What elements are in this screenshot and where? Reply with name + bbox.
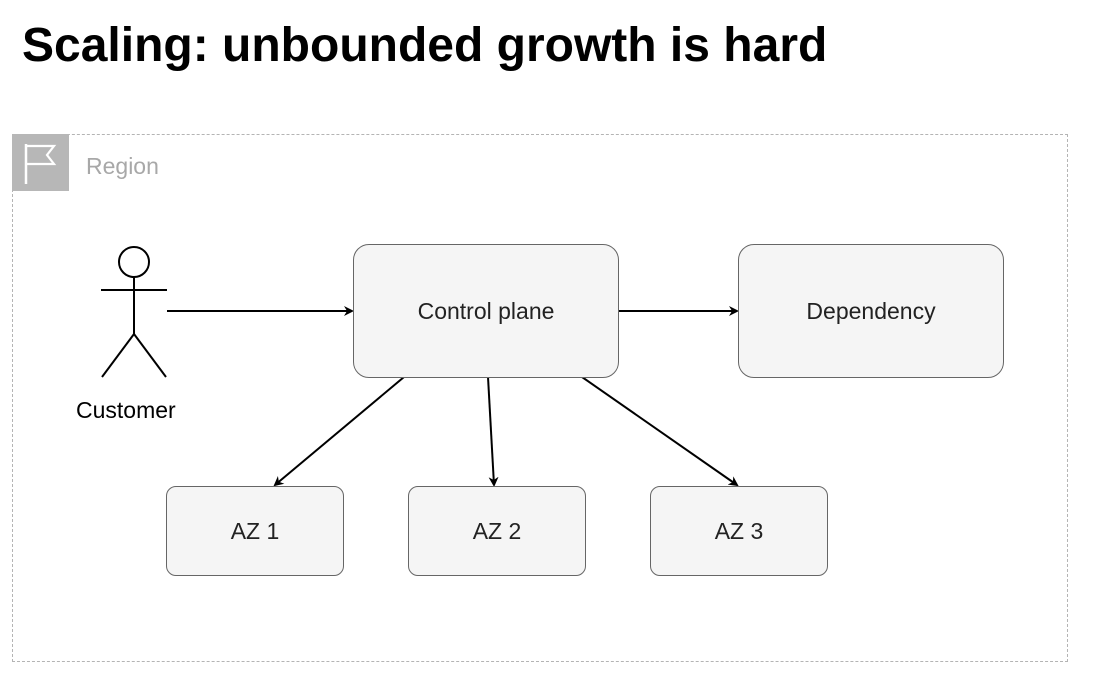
dependency-label: Dependency (806, 297, 936, 324)
region-label: Region (86, 153, 159, 179)
customer-label: Customer (76, 397, 176, 423)
flag-icon (12, 134, 69, 191)
az3-node: AZ 3 (650, 486, 828, 576)
control-plane-label: Control plane (417, 297, 555, 324)
az1-label: AZ 1 (230, 517, 280, 544)
dependency-node: Dependency (738, 244, 1004, 378)
control-plane-node: Control plane (353, 244, 619, 378)
edge-control-plane-to-az3 (581, 376, 739, 487)
az3-label: AZ 3 (714, 517, 764, 544)
region-container (12, 134, 1068, 662)
page-title: Scaling: unbounded growth is hard (22, 19, 828, 72)
az2-label: AZ 2 (472, 517, 522, 544)
stick-figure-icon (101, 246, 167, 378)
az1-node: AZ 1 (166, 486, 344, 576)
edge-control-plane-to-az2 (487, 376, 499, 487)
edge-control-plane-to-az1 (273, 376, 405, 487)
az2-node: AZ 2 (408, 486, 586, 576)
